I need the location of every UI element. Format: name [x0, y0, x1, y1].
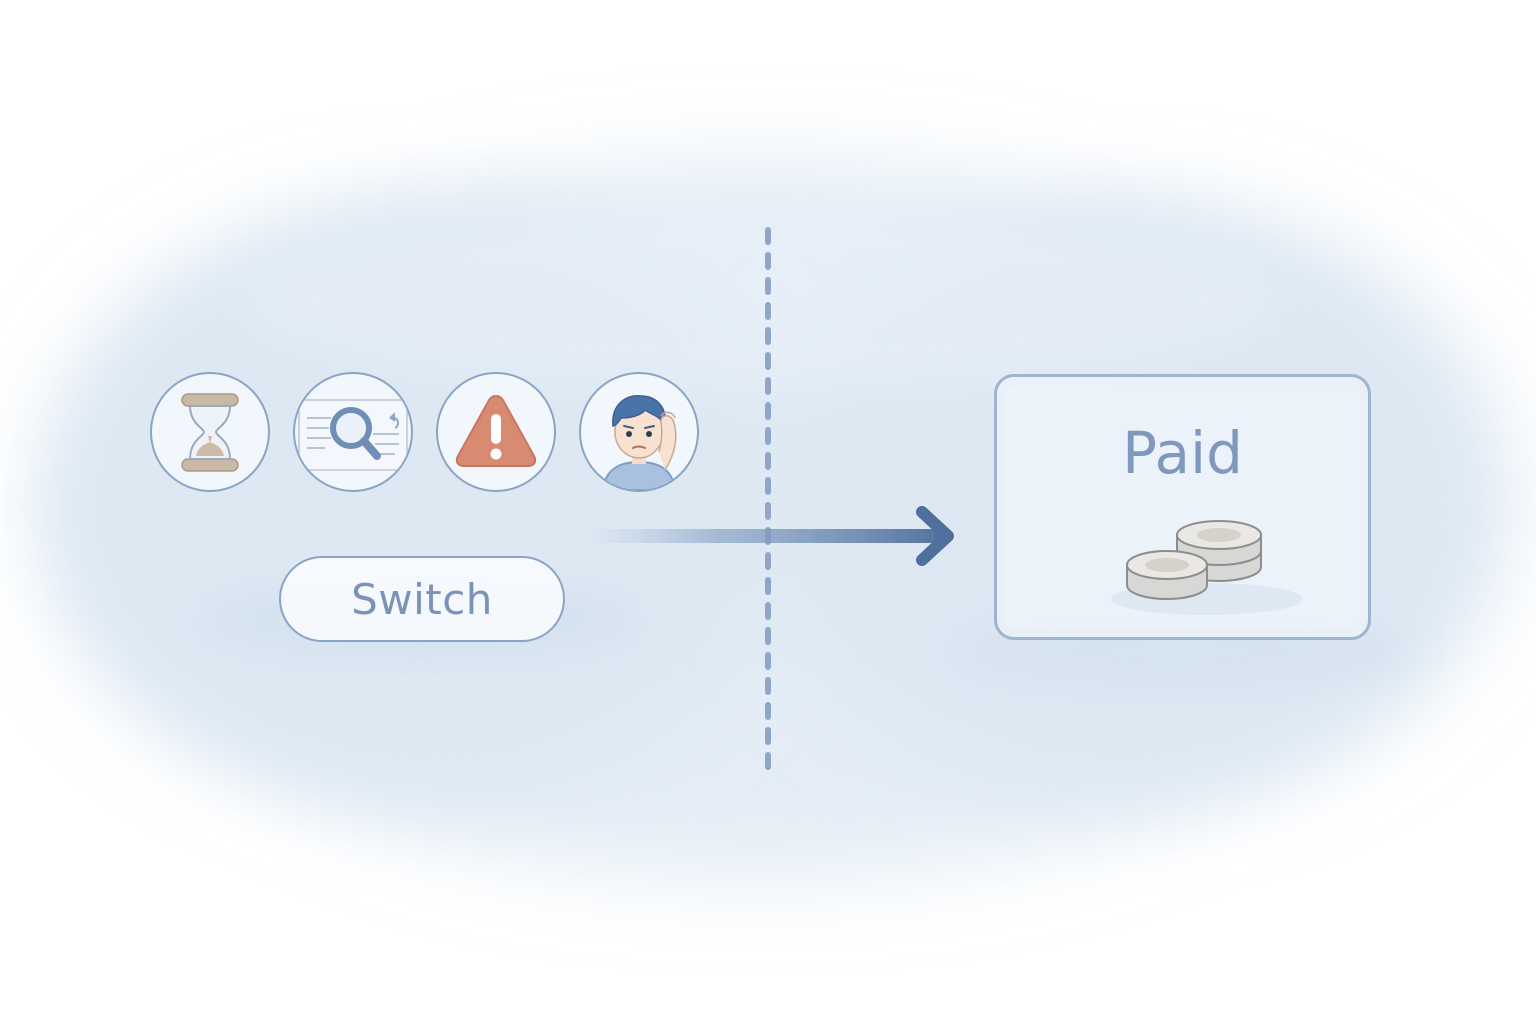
- paid-label: Paid: [1122, 419, 1243, 487]
- paid-card: Paid: [994, 374, 1371, 640]
- confused-person-icon: [601, 395, 677, 490]
- coins-icon: [1111, 520, 1303, 615]
- search-document-circle: [293, 372, 413, 492]
- warning-circle: [436, 372, 556, 492]
- search-document-icon: [298, 399, 408, 471]
- hourglass-circle: [150, 372, 270, 492]
- warning-icon: [455, 394, 537, 467]
- confused-person-circle: [579, 372, 699, 492]
- hourglass-icon: [181, 393, 239, 472]
- switch-button[interactable]: Switch: [279, 556, 565, 642]
